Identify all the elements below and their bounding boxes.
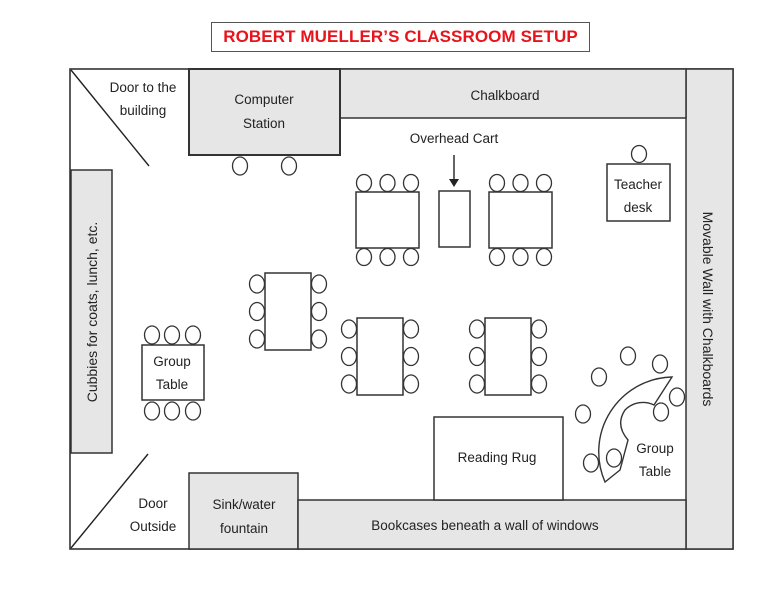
chair [379,173,396,193]
chalkboard-label: Chalkboard [470,88,539,103]
chair [512,173,529,193]
chair [488,247,506,267]
door-building-label-line2: building [120,103,167,118]
chair [248,329,266,349]
door-outside-label-line1: Door [138,496,168,511]
chair [590,367,608,387]
chair [143,325,161,345]
room-outline [69,68,734,550]
group-table-curved-label-line1: Group [636,441,674,456]
chair [530,319,548,339]
bookcases: Bookcases beneath a wall of windows [297,499,687,550]
group-table-left-label-line2: Table [156,377,188,392]
sink-label-line2: fountain [220,521,268,536]
chair [619,346,637,366]
chair [582,453,600,473]
chair [340,374,358,394]
chair [468,374,486,394]
table-surface [355,191,420,249]
door-outside-label-line2: Outside [130,519,177,534]
bookcases-label: Bookcases beneath a wall of windows [371,518,599,533]
chair [163,325,181,345]
chair [248,274,266,294]
table-surface [488,191,553,249]
door-building-label-line1: Door to the [110,80,177,95]
chair [630,144,648,164]
chair [184,401,202,421]
chair [530,346,548,367]
door-swing-line [70,69,150,167]
door-swing-line [70,453,149,549]
chair [402,173,420,193]
group-table-curved: Group Table [574,346,686,484]
teacher-desk: Teacher desk [606,144,671,222]
chair [512,247,529,267]
sink-water-fountain: Sink/water fountain [188,472,299,550]
computer-station-label-line2: Station [243,116,285,131]
chalkboard: Chalkboard [339,68,687,119]
title-box: ROBERT MUELLER’S CLASSROOM SETUP [211,22,590,52]
table-surface [264,272,312,351]
table-surface [484,317,532,396]
chair [143,401,161,421]
middle-right-table [468,317,548,396]
chair [310,301,328,322]
page-title: ROBERT MUELLER’S CLASSROOM SETUP [223,27,578,46]
chair [340,319,358,339]
chair [163,401,181,421]
chair [530,374,548,394]
overhead-cart-label: Overhead Cart [410,131,499,146]
chair [535,247,553,267]
chair [355,173,373,193]
chair [651,354,669,374]
reading-rug: Reading Rug [433,416,564,501]
chair [574,404,592,424]
sink-label-line1: Sink/water [212,497,276,512]
chair [355,247,373,267]
chair [310,329,328,349]
chair [231,156,249,176]
chair [468,346,486,367]
chair [402,374,420,394]
movable-wall-label: Movable Wall with Chalkboards [700,212,716,407]
group-table-curved-label-line2: Table [639,464,671,479]
reading-rug-label: Reading Rug [458,450,537,465]
chair [402,247,420,267]
group-table-left: Group Table [141,325,205,421]
middle-center-table [340,317,420,396]
chair [184,325,202,345]
chair [402,346,420,367]
cubbies: Cubbies for coats, lunch, etc. [70,169,113,454]
door-outside: Door Outside [70,453,177,549]
chair [402,319,420,339]
computer-station: Computer Station [188,68,341,176]
overhead-cart: Overhead Cart [410,131,499,248]
group-table-left-label-line1: Group [153,354,191,369]
movable-wall: Movable Wall with Chalkboards [685,68,734,550]
chair [340,346,358,367]
door-to-building: Door to the building [70,69,177,167]
chair [379,247,396,267]
arrow-head-icon [449,179,459,187]
computer-station-label-line1: Computer [234,92,294,107]
cubbies-label: Cubbies for coats, lunch, etc. [84,222,100,403]
chair [280,156,298,176]
middle-left-table [248,272,328,351]
chair [248,301,266,322]
chair [605,448,623,468]
chair [468,319,486,339]
front-left-table [355,173,420,267]
front-right-table [488,173,553,267]
chair [535,173,553,193]
chair [652,402,670,422]
overhead-cart-table [438,190,471,248]
chair [668,387,686,407]
chair [488,173,506,193]
teacher-desk-label-line2: desk [624,200,653,215]
teacher-desk-label-line1: Teacher [614,177,663,192]
chair [310,274,328,294]
table-surface [356,317,404,396]
